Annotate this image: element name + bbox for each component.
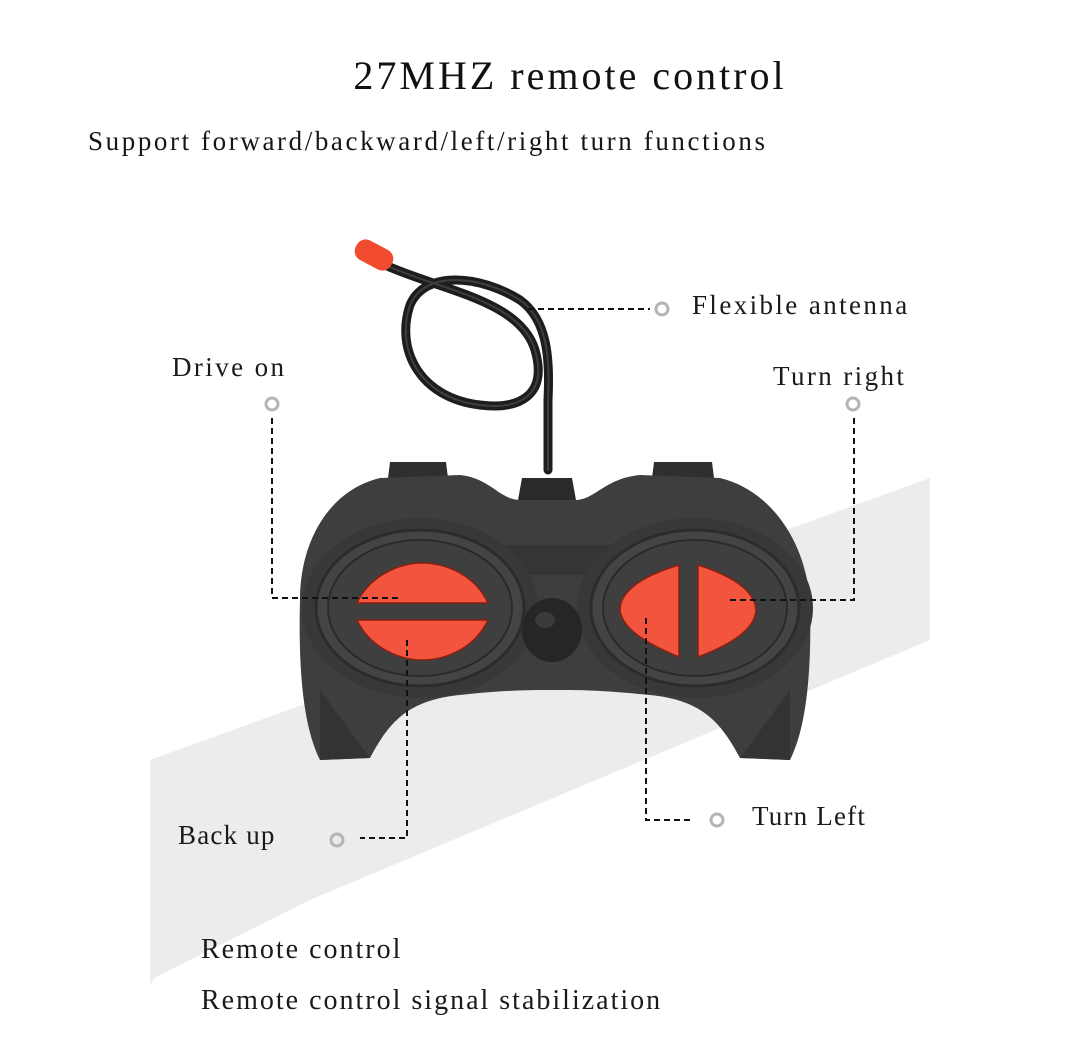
antenna-icon: [354, 239, 554, 475]
rc-transmitter-icon: [299, 462, 813, 760]
ring-icon: [845, 396, 861, 412]
ring-icon: [264, 396, 280, 412]
ring-icon: [709, 812, 725, 828]
back-up-button: [355, 619, 490, 661]
ring-icon: [654, 301, 670, 317]
ring-icons: [264, 301, 861, 848]
page-title: 27MHZ remote control: [353, 53, 787, 98]
callout-turn-left: Turn Left: [752, 801, 867, 831]
page-subtitle: Support forward/backward/left/right turn…: [88, 126, 768, 156]
callout-turn-right: Turn right: [773, 361, 907, 391]
callout-drive-on: Drive on: [172, 352, 287, 382]
turn-left-button: [619, 563, 680, 659]
footer-line-1: Remote control: [201, 934, 403, 965]
ring-icon: [329, 832, 345, 848]
footer-line-2: Remote control signal stabilization: [201, 985, 663, 1016]
callout-lines: [271, 308, 855, 839]
turn-right-button: [697, 563, 757, 659]
callout-back-up: Back up: [178, 820, 276, 850]
callout-flexible-antenna: Flexible antenna: [692, 290, 910, 320]
drive-on-button: [355, 562, 490, 604]
